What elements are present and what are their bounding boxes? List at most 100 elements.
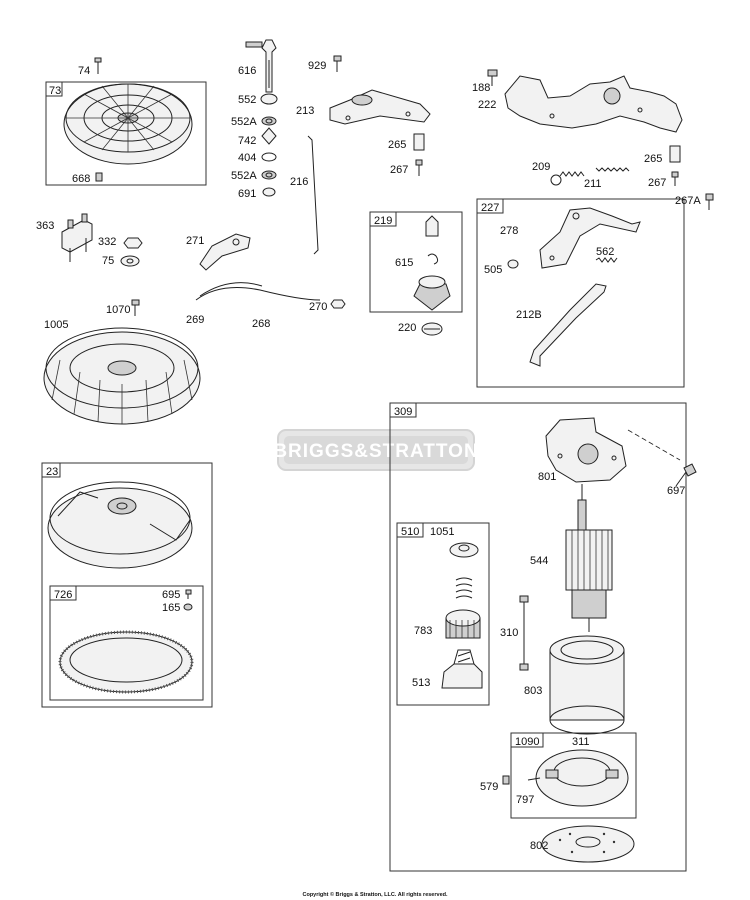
- label-1070: 1070: [106, 304, 130, 316]
- label-552: 552: [238, 94, 256, 106]
- bolt-188: [487, 69, 498, 86]
- spring-211: [595, 167, 630, 172]
- armature-544: [565, 484, 613, 632]
- bracket-278: [539, 207, 641, 269]
- spring-drive: [455, 577, 473, 599]
- label-220: 220: [398, 322, 416, 334]
- part-labels: 74 73 668 616 552 552A 742 404 552A 691 …: [36, 60, 701, 852]
- label-311: 311: [572, 736, 590, 748]
- screw-267-right: [671, 171, 679, 186]
- ring-552A-upper: [261, 116, 277, 126]
- flywheel-23: [47, 481, 193, 569]
- label-513: 513: [412, 677, 430, 689]
- end-cap-802: [541, 825, 635, 863]
- spring-562: [595, 257, 618, 263]
- label-216: 216: [290, 176, 308, 188]
- brand-watermark: BRIGGS&STRATTON: [273, 429, 478, 471]
- label-23: 23: [46, 466, 58, 478]
- label-726: 726: [54, 589, 72, 601]
- label-209: 209: [532, 161, 550, 173]
- copyright-notice: Copyright © Briggs & Stratton, LLC. All …: [302, 891, 448, 898]
- watermark-text: BRIGGS&STRATTON: [273, 441, 478, 462]
- gear-742: [261, 127, 277, 145]
- label-552A-lower: 552A: [231, 170, 257, 182]
- label-219: 219: [374, 215, 392, 227]
- label-270: 270: [309, 301, 327, 313]
- washer-552: [260, 93, 278, 105]
- label-309: 309: [394, 406, 412, 418]
- ring-gear-726: [58, 630, 194, 694]
- label-332: 332: [98, 236, 116, 248]
- frame-309: [389, 402, 687, 872]
- nut-505: [507, 259, 519, 269]
- bolt-929: [333, 55, 342, 72]
- rotating-screen-73: [63, 83, 193, 182]
- retainer-1051: [449, 542, 479, 558]
- cable-268: [195, 282, 321, 301]
- screw-695: [185, 589, 192, 599]
- label-267-upper: 267: [390, 164, 408, 176]
- frame-510: [396, 522, 490, 706]
- screw-579: [502, 775, 510, 785]
- washer-220: [421, 322, 443, 336]
- label-212B: 212B: [516, 309, 542, 321]
- label-783: 783: [414, 625, 432, 637]
- label-227: 227: [481, 202, 499, 214]
- washer-691: [262, 187, 276, 197]
- label-267-right: 267: [648, 177, 666, 189]
- screw-267-upper: [415, 159, 423, 176]
- label-615: 615: [395, 257, 413, 269]
- governor-shaft-616: [245, 39, 277, 93]
- label-697: 697: [667, 485, 685, 497]
- washer-404: [261, 152, 277, 162]
- label-801: 801: [538, 471, 556, 483]
- frame-73: [45, 81, 207, 186]
- label-269: 269: [186, 314, 204, 326]
- spring-209: [550, 171, 585, 186]
- label-222: 222: [478, 99, 496, 111]
- label-695: 695: [162, 589, 180, 601]
- label-691: 691: [238, 188, 256, 200]
- brush-holder-1090: [527, 749, 629, 807]
- frame-23: [41, 462, 213, 708]
- label-742: 742: [238, 135, 256, 147]
- label-278: 278: [500, 225, 518, 237]
- label-797: 797: [516, 794, 534, 806]
- frame-219: [369, 211, 463, 313]
- bolt-1070: [131, 299, 140, 316]
- nut-165: [183, 603, 193, 611]
- frame-227: [476, 198, 685, 388]
- push-pin-615-assy: [413, 215, 451, 311]
- label-616: 616: [238, 65, 256, 77]
- label-267A: 267A: [675, 195, 701, 207]
- bracket-222: [504, 75, 683, 133]
- clutch-513: [441, 649, 483, 689]
- label-265-right: 265: [644, 153, 662, 165]
- lever-212B: [529, 283, 607, 367]
- label-579: 579: [480, 781, 498, 793]
- motor-housing-803: [549, 635, 625, 735]
- label-668: 668: [72, 173, 90, 185]
- label-75: 75: [102, 255, 114, 267]
- bolt-697: [675, 463, 697, 487]
- label-803: 803: [524, 685, 542, 697]
- pinion-gear-783: [445, 609, 481, 639]
- label-505: 505: [484, 264, 502, 276]
- through-bolt-310: [519, 595, 529, 671]
- label-74: 74: [78, 65, 90, 77]
- frame-726: [49, 585, 204, 701]
- label-213: 213: [296, 105, 314, 117]
- flywheel-1005: [43, 327, 201, 425]
- label-510: 510: [401, 526, 419, 538]
- label-562: 562: [596, 246, 614, 258]
- label-268: 268: [252, 318, 270, 330]
- label-310: 310: [500, 627, 518, 639]
- label-165: 165: [162, 602, 180, 614]
- ring-552A-lower: [261, 170, 277, 180]
- washer-75: [120, 255, 140, 267]
- label-265-upper: 265: [388, 139, 406, 151]
- label-363: 363: [36, 220, 54, 232]
- nut-270: [330, 299, 346, 309]
- label-802: 802: [530, 840, 548, 852]
